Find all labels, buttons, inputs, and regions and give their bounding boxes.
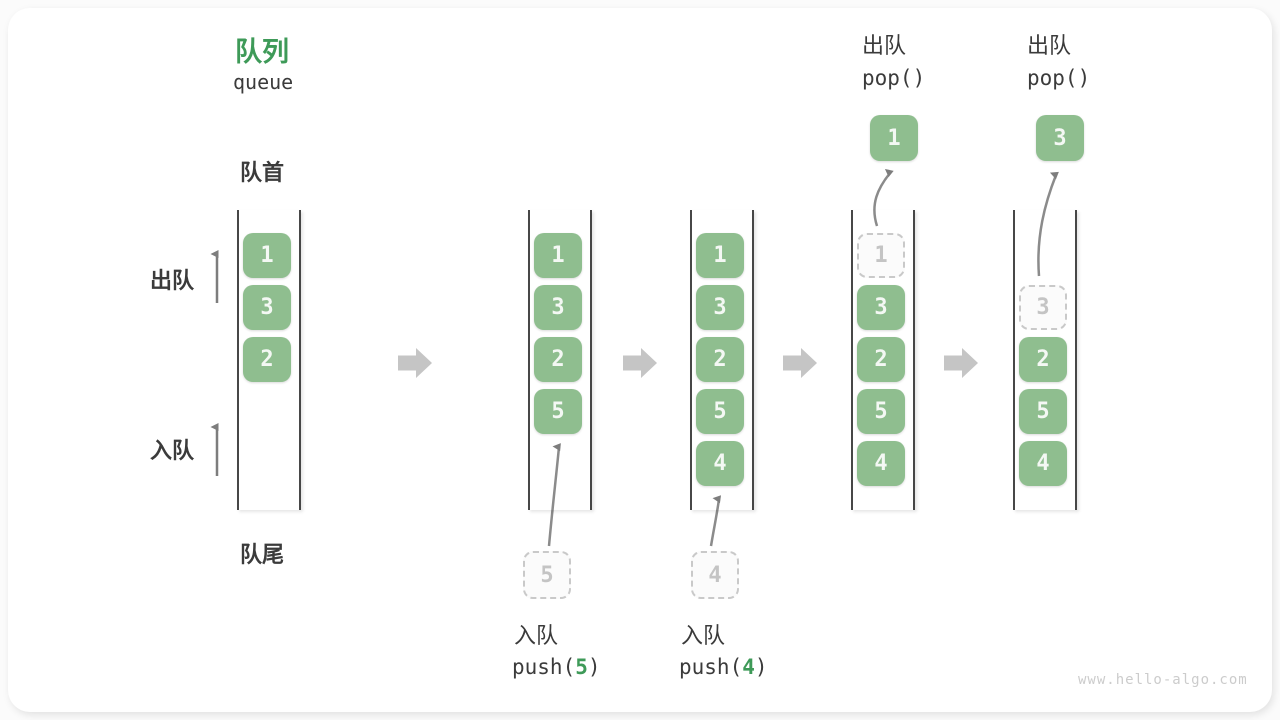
- label-enqueue-direction: 入队: [150, 438, 195, 463]
- diagram-card: [8, 8, 1272, 712]
- queue-element: 2: [243, 337, 291, 382]
- code-arg: 5: [575, 655, 588, 679]
- diagram-title: 队列: [235, 37, 289, 67]
- operation-call: push(5): [512, 655, 601, 679]
- diagram-subtitle: queue: [233, 70, 294, 94]
- queue-element: 1: [696, 233, 744, 278]
- operation-call: pop(): [1027, 66, 1091, 90]
- queue-element: 3: [534, 285, 582, 330]
- queue-state-3: 1 3 2 5 4: [690, 210, 754, 510]
- removed-element-ghost: 3: [1019, 285, 1067, 330]
- label-dequeue-direction: 出队: [150, 268, 195, 293]
- code-fn: push(: [679, 655, 743, 679]
- code-arg: 4: [742, 655, 755, 679]
- operation-label: 入队: [681, 623, 726, 648]
- operation-label: 出队: [862, 33, 907, 58]
- pending-enqueue-box: 4: [691, 551, 739, 599]
- queue-element: 3: [243, 285, 291, 330]
- queue-element: 3: [696, 285, 744, 330]
- operation-call: pop(): [862, 66, 926, 90]
- queue-element: 1: [243, 233, 291, 278]
- operation-label: 入队: [514, 623, 559, 648]
- watermark: www.hello-algo.com: [1078, 672, 1248, 688]
- code-close: ): [754, 655, 768, 679]
- queue-element: 3: [857, 285, 905, 330]
- queue-element: 4: [1019, 441, 1067, 486]
- popped-element-box: 1: [870, 115, 918, 161]
- queue-element: 5: [534, 389, 582, 434]
- queue-element: 4: [696, 441, 744, 486]
- popped-element-box: 3: [1036, 115, 1084, 161]
- queue-element: 2: [696, 337, 744, 382]
- queue-element: 2: [1019, 337, 1067, 382]
- queue-state-5: 3 2 5 4: [1013, 210, 1077, 510]
- operation-label: 出队: [1027, 33, 1072, 58]
- pending-enqueue-box: 5: [523, 551, 571, 599]
- queue-element: 1: [534, 233, 582, 278]
- queue-element: 5: [1019, 389, 1067, 434]
- queue-element: 5: [696, 389, 744, 434]
- queue-state-2: 1 3 2 5: [528, 210, 592, 510]
- queue-state-4: 1 3 2 5 4: [851, 210, 915, 510]
- queue-element: 4: [857, 441, 905, 486]
- code-close: ): [587, 655, 601, 679]
- queue-element: 2: [534, 337, 582, 382]
- queue-element: 2: [857, 337, 905, 382]
- queue-element: 5: [857, 389, 905, 434]
- operation-call: push(4): [679, 655, 768, 679]
- label-queue-rear: 队尾: [240, 542, 285, 567]
- queue-state-1: 1 3 2: [237, 210, 301, 510]
- label-queue-front: 队首: [240, 160, 285, 185]
- code-fn: push(: [512, 655, 576, 679]
- removed-element-ghost: 1: [857, 233, 905, 278]
